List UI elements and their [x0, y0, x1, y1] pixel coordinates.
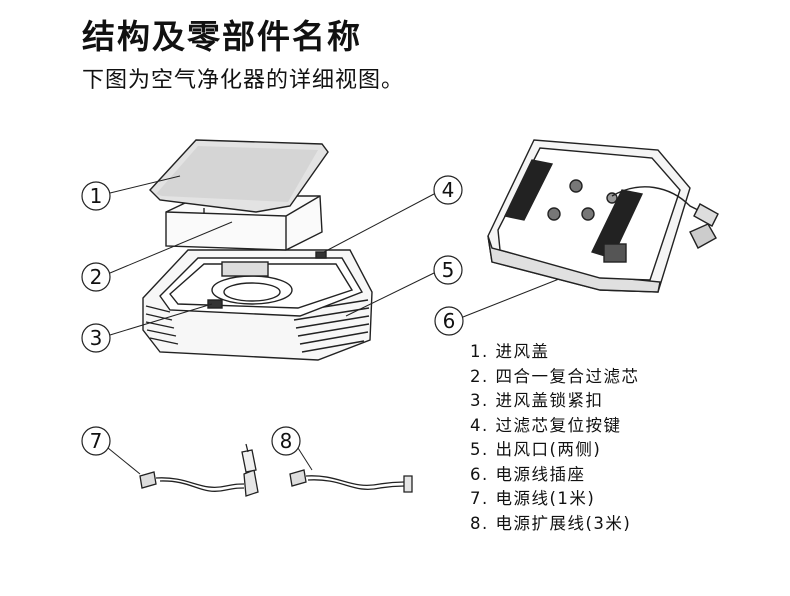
- intake-cover: [149, 139, 329, 214]
- page-subtitle: 下图为空气净化器的详细视图。: [82, 68, 405, 93]
- legend-item: 6. 电源线插座: [470, 464, 586, 484]
- composite-filter: [165, 195, 323, 251]
- legend-item: 3. 进风盖锁紧扣: [470, 391, 604, 410]
- callout-5: 5: [442, 258, 455, 282]
- callout-8-circle: [271, 426, 301, 456]
- leader-lines-left: [109, 175, 613, 336]
- callout-1: 1: [90, 184, 103, 208]
- legend-item: 1. 进风盖: [470, 342, 550, 361]
- legend-item: 5. 出风口(两侧): [470, 440, 602, 459]
- callout-7: 7: [90, 429, 103, 453]
- page-title: 结构及零部件名称: [82, 17, 362, 56]
- callout-6: 6: [443, 309, 456, 333]
- parts-legend: 1. 进风盖 2. 四合一复合过滤芯 3. 进风盖锁紧扣 4. 过滤芯复位按键 …: [470, 340, 640, 536]
- callout-4: 4: [442, 178, 455, 202]
- purifier-bottom-view: [487, 139, 691, 293]
- callout-2: 2: [90, 265, 103, 289]
- callouts-left: [81, 175, 464, 353]
- callout-8: 8: [280, 429, 293, 453]
- callout-3: 3: [90, 326, 103, 350]
- callout-7-circle: [81, 426, 111, 456]
- legend-item: 2. 四合一复合过滤芯: [470, 366, 640, 386]
- extension-cable-3m: [289, 469, 413, 493]
- power-cable-1m: [139, 443, 259, 497]
- legend-item: 4. 过滤芯复位按键: [470, 415, 622, 435]
- purifier-base: [142, 249, 373, 361]
- legend-item: 7. 电源线(1米): [470, 489, 596, 508]
- legend-item: 8. 电源扩展线(3米): [470, 513, 632, 533]
- bottom-view-plug-cable: [611, 186, 719, 249]
